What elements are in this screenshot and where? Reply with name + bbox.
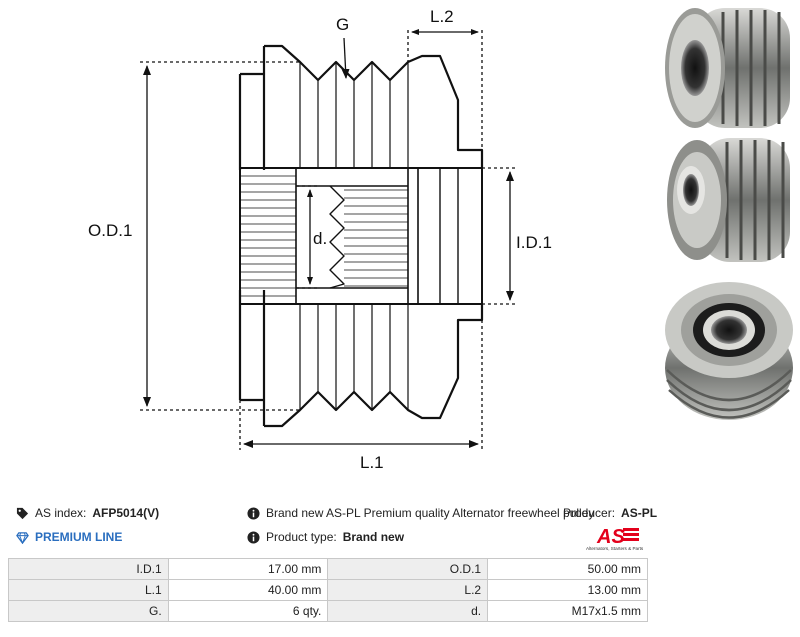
spec-value: 50.00 mm bbox=[487, 558, 648, 580]
table-row: G. 6 qty. d. M17x1.5 mm bbox=[8, 600, 648, 622]
diamond-icon bbox=[16, 531, 29, 544]
as-pl-logo: AS Alternators, Starters & Parts bbox=[586, 526, 644, 551]
logo-tagline: Alternators, Starters & Parts bbox=[586, 546, 644, 551]
as-index-label: AS index: bbox=[35, 506, 87, 520]
l1-label: L.1 bbox=[360, 453, 384, 472]
spec-value: M17x1.5 mm bbox=[487, 600, 648, 622]
logo-text: AS bbox=[596, 526, 625, 548]
product-photos bbox=[665, 8, 793, 420]
pulley-photo-front bbox=[665, 8, 790, 128]
pulley-photo-back bbox=[665, 282, 793, 420]
producer-row: Producer: AS-PL bbox=[563, 506, 657, 520]
spec-label: L.1 bbox=[8, 579, 169, 601]
thread-profile bbox=[329, 185, 345, 289]
pulley-top-profile bbox=[264, 44, 484, 168]
product-type-row: Product type: Brand new bbox=[247, 530, 404, 544]
spec-value: 40.00 mm bbox=[167, 579, 329, 601]
as-index-row: AS index: AFP5014(V) bbox=[16, 506, 159, 520]
od1-label: O.D.1 bbox=[88, 221, 132, 240]
info-icon bbox=[247, 530, 260, 544]
spec-label: L.2 bbox=[327, 579, 489, 601]
spline-hatching bbox=[240, 175, 296, 297]
product-description: Brand new AS-PL Premium quality Alternat… bbox=[266, 506, 595, 520]
product-type-label: Product type: bbox=[266, 530, 337, 544]
producer-value: AS-PL bbox=[621, 506, 658, 520]
product-info: AS index: AFP5014(V) PREMIUM LINE Brand … bbox=[0, 498, 800, 558]
pulley-photo-angle bbox=[667, 138, 790, 262]
spec-value: 6 qty. bbox=[167, 600, 329, 622]
groove-lines bbox=[299, 62, 409, 410]
spec-label: G. bbox=[8, 600, 169, 622]
pulley-technical-drawing: O.D.1 I.D.1 L.1 L.2 G d. bbox=[88, 7, 552, 472]
g-leader-line bbox=[341, 37, 350, 79]
spec-label: I.D.1 bbox=[8, 558, 169, 580]
as-index-value: AFP5014(V) bbox=[92, 506, 160, 520]
specs-table: I.D.1 17.00 mm O.D.1 50.00 mm L.1 40.00 … bbox=[8, 558, 648, 622]
spec-label: d. bbox=[327, 600, 489, 622]
spec-value: 17.00 mm bbox=[167, 558, 329, 580]
table-row: L.1 40.00 mm L.2 13.00 mm bbox=[8, 579, 648, 601]
table-row: I.D.1 17.00 mm O.D.1 50.00 mm bbox=[8, 558, 648, 580]
producer-label: Producer: bbox=[563, 506, 616, 520]
spec-label: O.D.1 bbox=[327, 558, 489, 580]
info-icon bbox=[247, 506, 260, 520]
l2-label: L.2 bbox=[430, 7, 454, 26]
d-label: d. bbox=[313, 229, 327, 248]
premium-line-label: PREMIUM LINE bbox=[35, 530, 123, 544]
product-type-value: Brand new bbox=[342, 530, 405, 544]
spec-value: 13.00 mm bbox=[487, 579, 648, 601]
id1-label: I.D.1 bbox=[516, 233, 552, 252]
description-row: Brand new AS-PL Premium quality Alternat… bbox=[247, 506, 594, 520]
pulley-bottom-profile bbox=[264, 304, 484, 428]
hub-section bbox=[239, 167, 483, 305]
premium-line-row: PREMIUM LINE bbox=[16, 530, 122, 544]
tags-icon bbox=[16, 507, 29, 519]
g-label: G bbox=[336, 15, 349, 34]
left-flange-outline bbox=[240, 72, 266, 402]
